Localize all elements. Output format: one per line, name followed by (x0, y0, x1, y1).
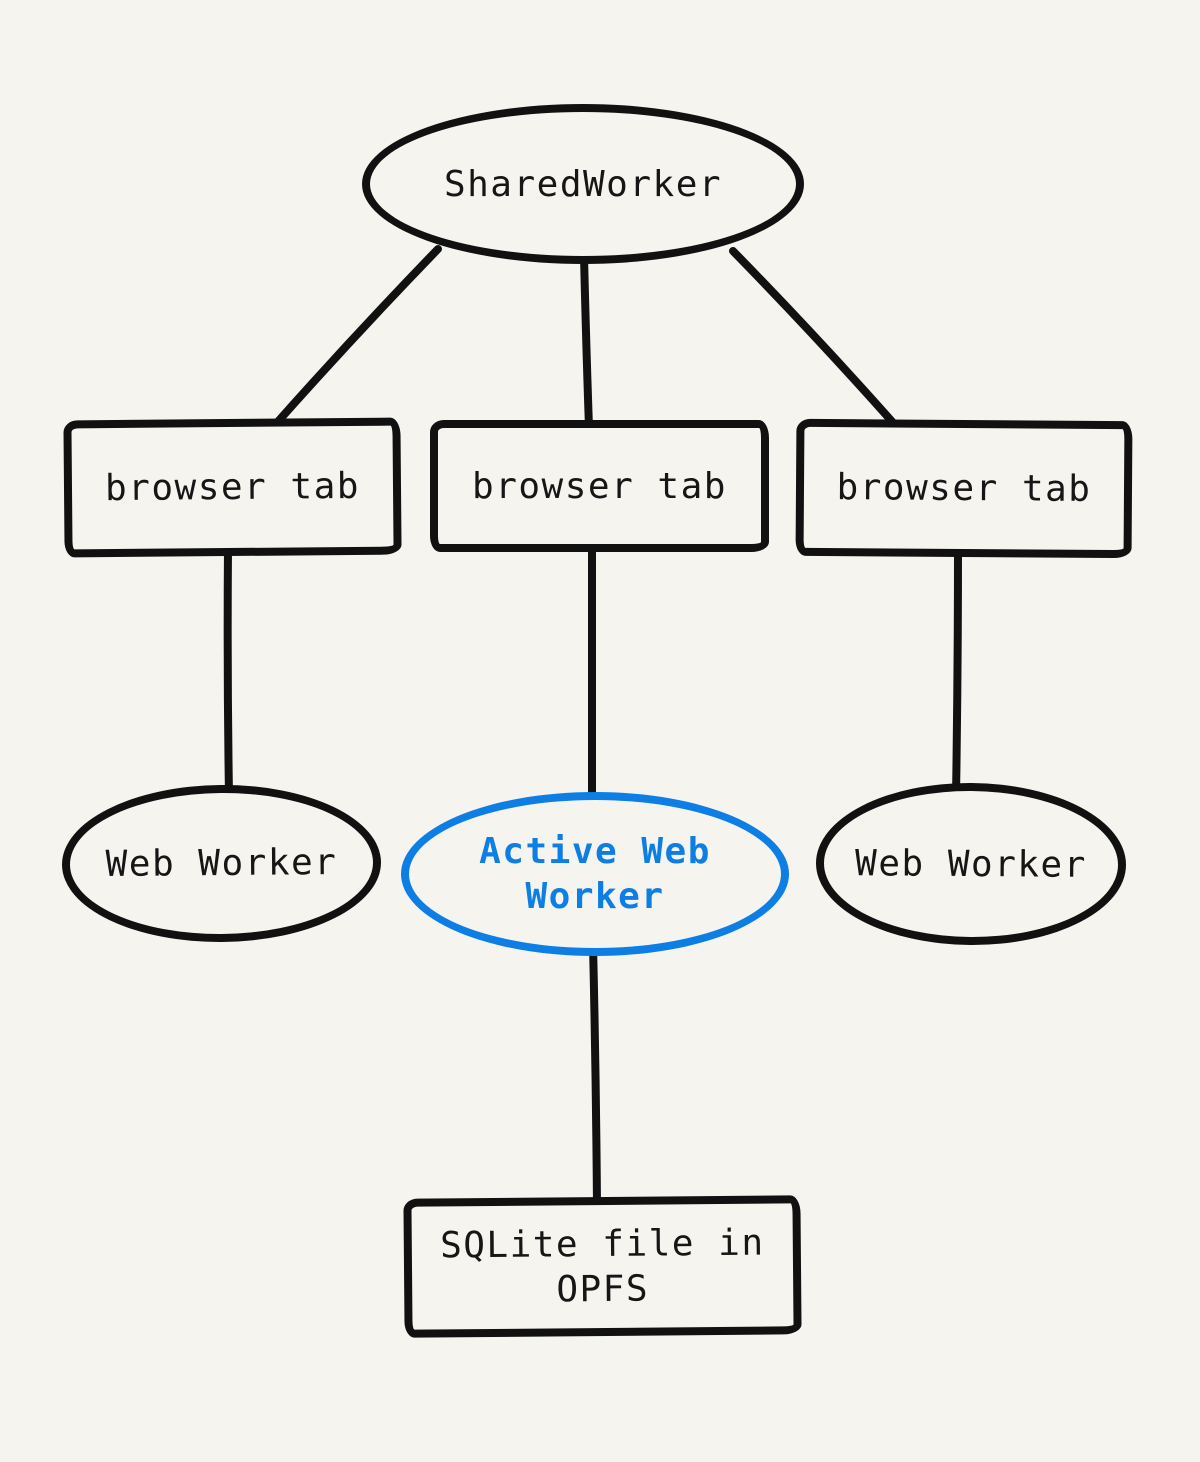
node-web-worker-right-label: Web Worker (854, 842, 1088, 886)
node-sqlite-file-label: SQLite file in OPFS (439, 1222, 765, 1310)
node-browser-tab-right-label: browser tab (836, 467, 1092, 510)
edge-worker-active-sqlite (589, 940, 601, 1210)
node-shared-worker-label: SharedWorker (443, 163, 723, 205)
node-shared-worker: SharedWorker (362, 104, 804, 264)
node-browser-tab-center: browser tab (430, 420, 769, 552)
node-sqlite-file: SQLite file in OPFS (403, 1195, 802, 1338)
node-active-web-worker-label: Active Web Worker (479, 831, 711, 917)
edge-sharedworker-tab-center (580, 252, 593, 432)
edge-sharedworker-tab-left (270, 245, 442, 430)
edge-sharedworker-tab-right (729, 247, 900, 430)
node-web-worker-left-label: Web Worker (105, 841, 338, 886)
edge-tab-left-worker-left (223, 544, 233, 800)
node-browser-tab-left-label: browser tab (104, 465, 361, 510)
node-browser-tab-right: browser tab (795, 418, 1133, 559)
edge-tab-right-worker-right (952, 544, 962, 800)
node-browser-tab-center-label: browser tab (472, 465, 727, 507)
node-active-web-worker: Active Web Worker (401, 792, 789, 956)
node-web-worker-right: Web Worker (815, 781, 1127, 947)
node-browser-tab-left: browser tab (63, 417, 402, 558)
